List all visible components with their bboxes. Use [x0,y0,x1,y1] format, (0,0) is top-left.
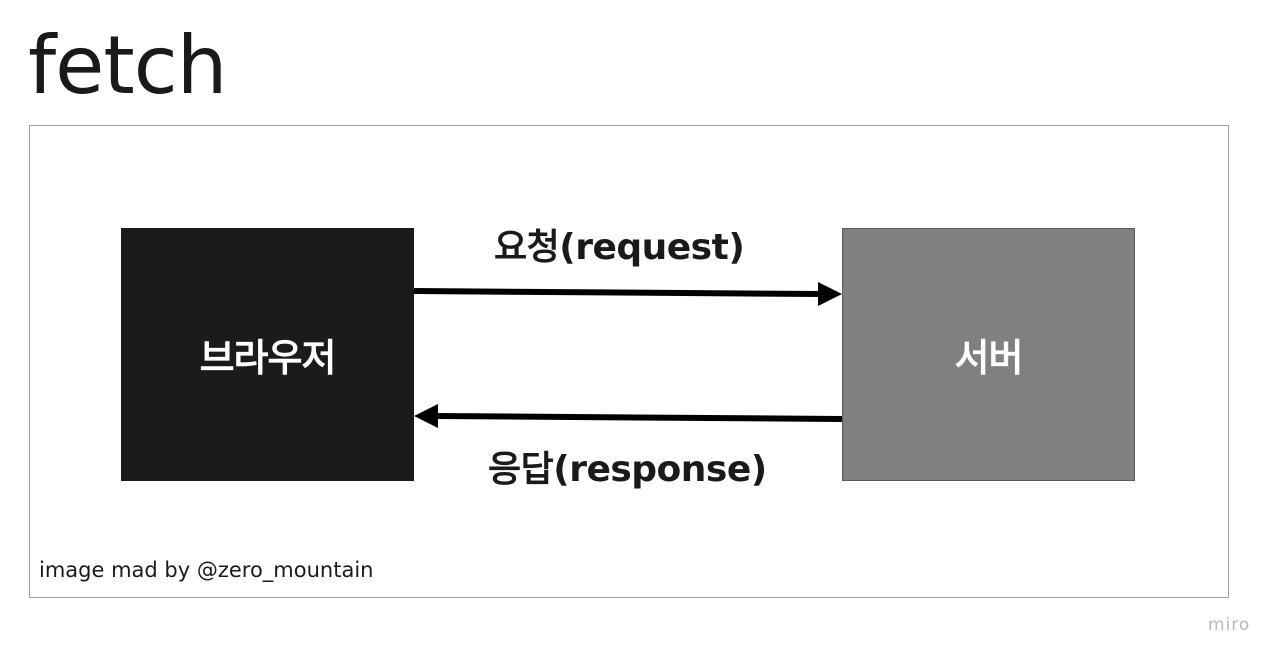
response-arrowhead [414,404,438,428]
arrows [413,282,843,428]
server-node[interactable]: 서버 [842,228,1135,481]
response-label: 응답(response) [488,449,767,490]
diagram-frame: 브라우저 서버 요청(request) 응답(response) image m… [29,125,1229,598]
request-arrowhead [818,282,842,306]
request-arrow [413,282,842,306]
browser-node[interactable]: 브라우저 [121,228,414,481]
response-arrow-line [435,413,843,422]
server-node-label: 서버 [954,336,1024,380]
miro-watermark: miro [1208,615,1251,635]
image-credit: image mad by @zero_mountain [39,558,374,582]
request-arrow-line [413,288,821,297]
request-label: 요청(request) [494,227,745,268]
page-title: fetch [28,19,227,112]
response-arrow [414,404,843,428]
browser-node-label: 브라우저 [199,336,337,380]
